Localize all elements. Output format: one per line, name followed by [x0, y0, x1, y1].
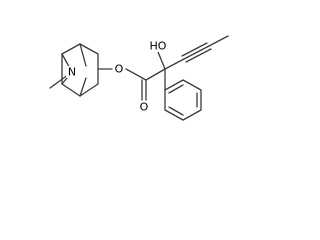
structure-canvas: N O HO O — [0, 0, 248, 140]
bond — [185, 48, 212, 63]
carbonyl-oxygen-label: O — [140, 101, 149, 114]
hydroxyl-label: HO — [150, 40, 167, 53]
o-ester-label-bg — [113, 63, 125, 75]
bond — [145, 68, 166, 81]
bond — [61, 43, 81, 55]
bond — [181, 42, 208, 57]
oh-label-bg — [148, 40, 168, 52]
phenyl-ring — [164, 79, 202, 121]
bond — [79, 43, 99, 55]
bond — [182, 79, 202, 91]
bond — [79, 83, 99, 97]
bond — [168, 84, 184, 94]
bond — [164, 109, 184, 121]
alpha-carbon-substituents — [157, 51, 185, 91]
bond — [157, 51, 166, 70]
bond — [183, 45, 210, 60]
atom-labels: N O HO O — [66, 40, 168, 114]
bond — [125, 68, 147, 81]
bond — [61, 83, 81, 97]
bond — [79, 43, 87, 67]
bond — [208, 35, 229, 47]
bond — [79, 77, 87, 97]
bond — [164, 79, 184, 91]
bond — [164, 58, 185, 70]
molecule-drawing: N O HO O — [49, 35, 229, 121]
nitrogen-label: N — [68, 66, 76, 79]
bond — [182, 109, 202, 121]
ester-group — [97, 68, 166, 101]
o-carbonyl-label-bg — [138, 101, 150, 113]
ester-oxygen-label: O — [115, 63, 124, 76]
alkyne-group — [181, 35, 229, 63]
n-label-bg — [66, 66, 78, 78]
bond — [168, 106, 184, 116]
